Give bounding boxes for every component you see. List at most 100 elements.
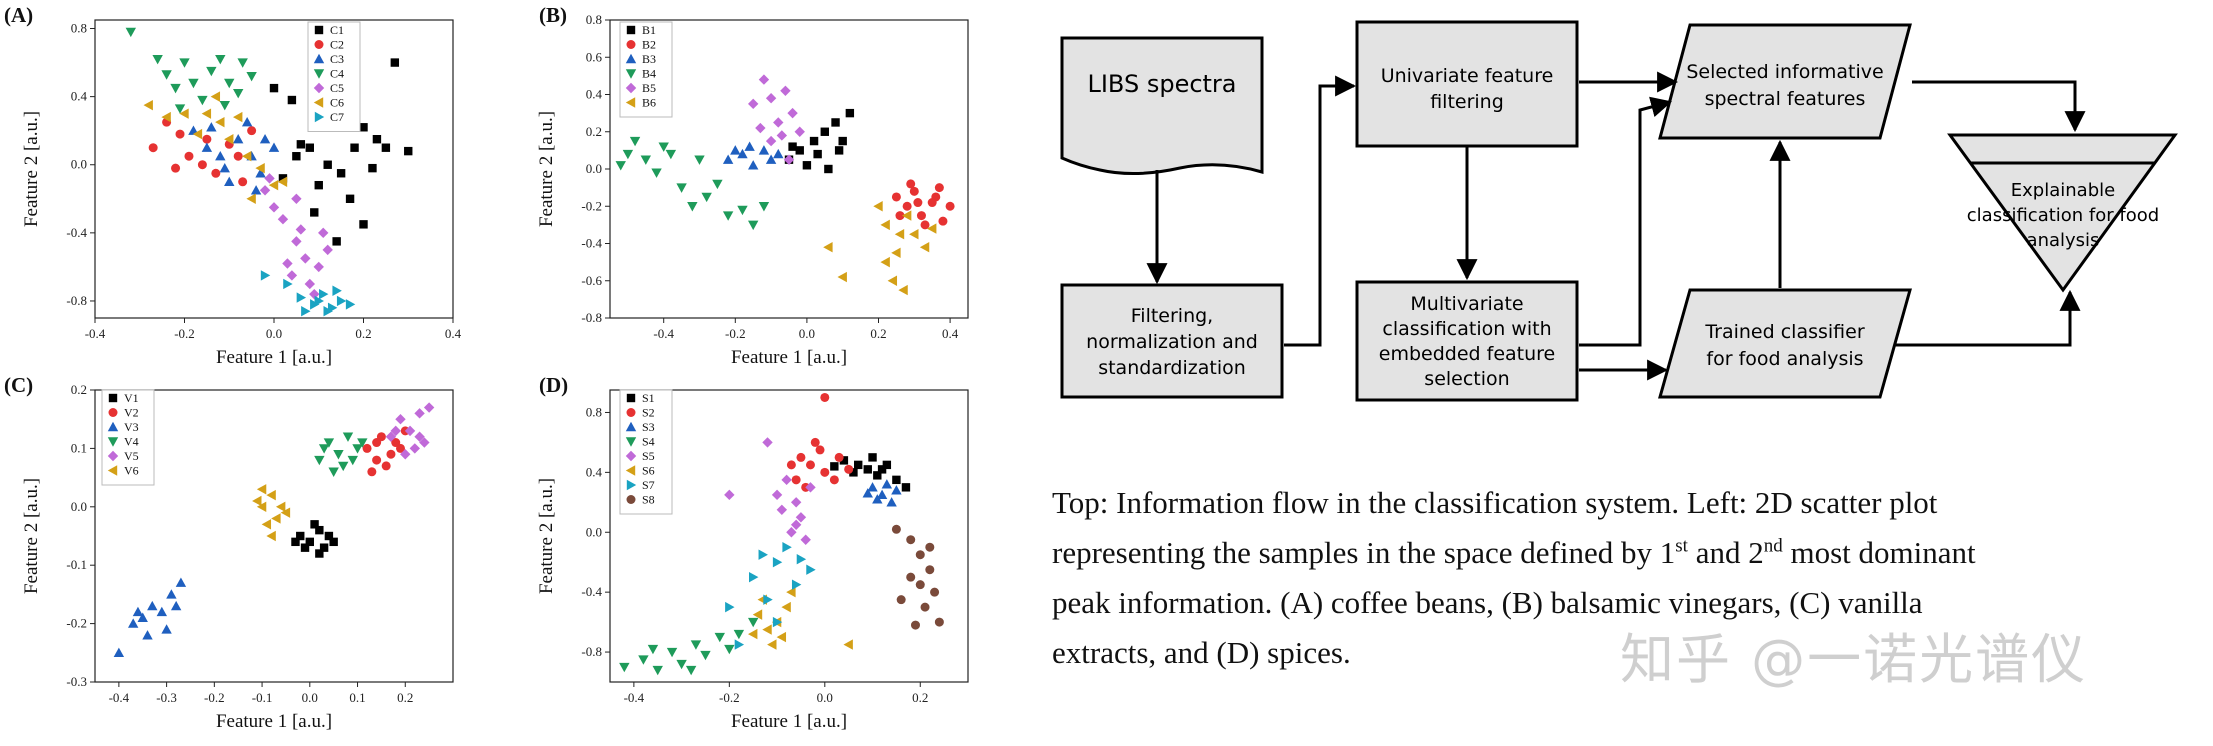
y-tick-label: -0.2 [581,198,602,213]
data-point [901,210,912,221]
legend-label: B2 [642,38,656,52]
data-point [786,527,797,538]
data-point [381,461,391,471]
data-point [838,136,847,146]
series-B6 [823,201,937,296]
data-point [781,601,791,613]
legend-label: S8 [642,493,655,507]
data-point [790,497,802,508]
data-point [259,185,271,196]
data-point [372,438,382,448]
data-point [252,495,262,507]
data-point [815,445,825,455]
data-point [269,83,279,93]
data-point [147,600,158,611]
data-point [300,253,311,264]
data-point [786,586,796,598]
data-point [268,179,279,191]
data-point [215,54,226,65]
data-point [295,224,307,235]
legend-marker [625,82,637,94]
explainable-label-3: analysis [2027,230,2100,251]
series-B3 [722,141,784,170]
series-V6 [252,484,291,542]
legend-label: S2 [642,406,655,420]
data-point [143,99,153,111]
data-point [823,242,833,253]
legend-marker [107,450,119,462]
legend-marker [625,97,636,108]
data-point [132,606,144,617]
data-point [291,193,302,204]
data-point [758,202,770,212]
series-S2 [786,392,854,492]
data-point [805,482,816,493]
data-point [886,497,897,507]
data-point [733,629,745,640]
data-point [925,542,935,552]
data-point [820,392,830,402]
filtering-label-2: normalization and [1086,331,1258,353]
series-C5 [259,173,333,300]
y-tick-label: -0.2 [66,616,87,631]
data-point [762,624,772,635]
legend-marker [313,82,325,94]
data-point [694,155,705,165]
legend-marker [625,53,637,64]
data-point [419,437,430,448]
data-point [255,162,265,174]
data-point [188,78,199,89]
data-point [910,620,920,630]
data-point [765,154,777,164]
x-tick-label: 0.4 [445,326,462,341]
data-point [722,154,734,164]
trained-label-2: for food analysis [1706,348,1863,370]
data-point [166,589,177,599]
legend-label: V6 [124,464,139,478]
legend-label: V4 [124,435,139,449]
data-point [215,151,226,161]
libs-spectra-label: LIBS spectra [1087,70,1236,98]
y-tick-label: 0.2 [71,382,87,397]
data-point [876,489,888,500]
legend-marker [626,25,636,35]
data-point [820,467,830,477]
data-point [748,220,759,231]
figure-caption: Top: Information flow in the classificat… [1052,478,2132,678]
data-point [256,501,267,512]
data-point [909,186,919,196]
legend-label: S5 [642,449,655,463]
data-point [127,618,139,628]
data-point [834,146,844,155]
legend-label: S7 [642,478,655,492]
multivariate-box [1355,280,1579,402]
data-point [765,135,777,147]
data-point [877,465,887,474]
data-point [863,465,872,474]
data-point [802,161,812,170]
data-point [915,550,925,560]
y-axis-label: Feature 2 [a.u.] [536,111,557,227]
data-point [301,305,311,317]
data-point [409,443,421,454]
data-point [640,155,651,165]
data-point [300,543,310,552]
x-tick-label: 0.1 [349,690,365,705]
x-tick-label: -0.2 [204,690,225,705]
data-point [318,444,330,454]
data-point [323,438,335,448]
univariate-box [1355,20,1579,148]
data-point [880,219,890,231]
data-point [246,193,256,204]
data-point [776,130,788,141]
y-tick-label: 0.2 [586,124,602,139]
legend-label: V1 [124,391,139,405]
data-point [250,185,262,195]
series-C4 [125,27,257,114]
data-point [724,489,735,501]
